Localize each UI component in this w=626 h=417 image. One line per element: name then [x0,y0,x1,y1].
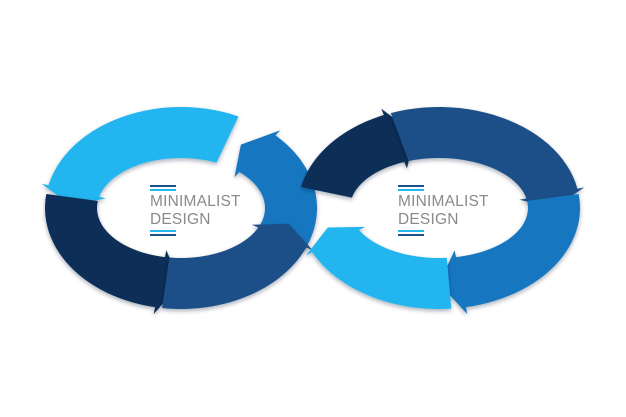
right-loop-label: MINIMALIST DESIGN [398,185,489,236]
left-loop-ring [41,107,317,315]
left-segment-light-blue [41,107,239,206]
left-bottom-accent-line-2 [150,234,176,236]
left-title-line1: MINIMALIST [150,193,241,210]
right-bottom-accent-line-2 [398,234,424,236]
right-top-accent-line [398,185,424,187]
right-title-line2: DESIGN [398,211,459,228]
left-title-line2: DESIGN [150,211,211,228]
right-segment-light-blue [305,226,452,309]
left-loop-label: MINIMALIST DESIGN [150,185,241,236]
right-segment-navy [301,108,416,198]
left-segment-medium-blue [234,130,317,250]
left-segment-steel-blue [162,223,313,309]
right-title-line1: MINIMALIST [398,193,489,210]
right-bottom-accent-line [398,230,424,232]
left-bottom-accent-line [150,230,176,232]
left-top-accent-line-2 [150,189,176,191]
left-top-accent-line [150,185,176,187]
left-segment-navy [45,193,182,315]
right-segment-steel-blue [390,107,585,208]
right-segment-medium-blue [439,193,580,315]
right-top-accent-line-2 [398,189,424,191]
right-loop-ring [301,107,585,315]
